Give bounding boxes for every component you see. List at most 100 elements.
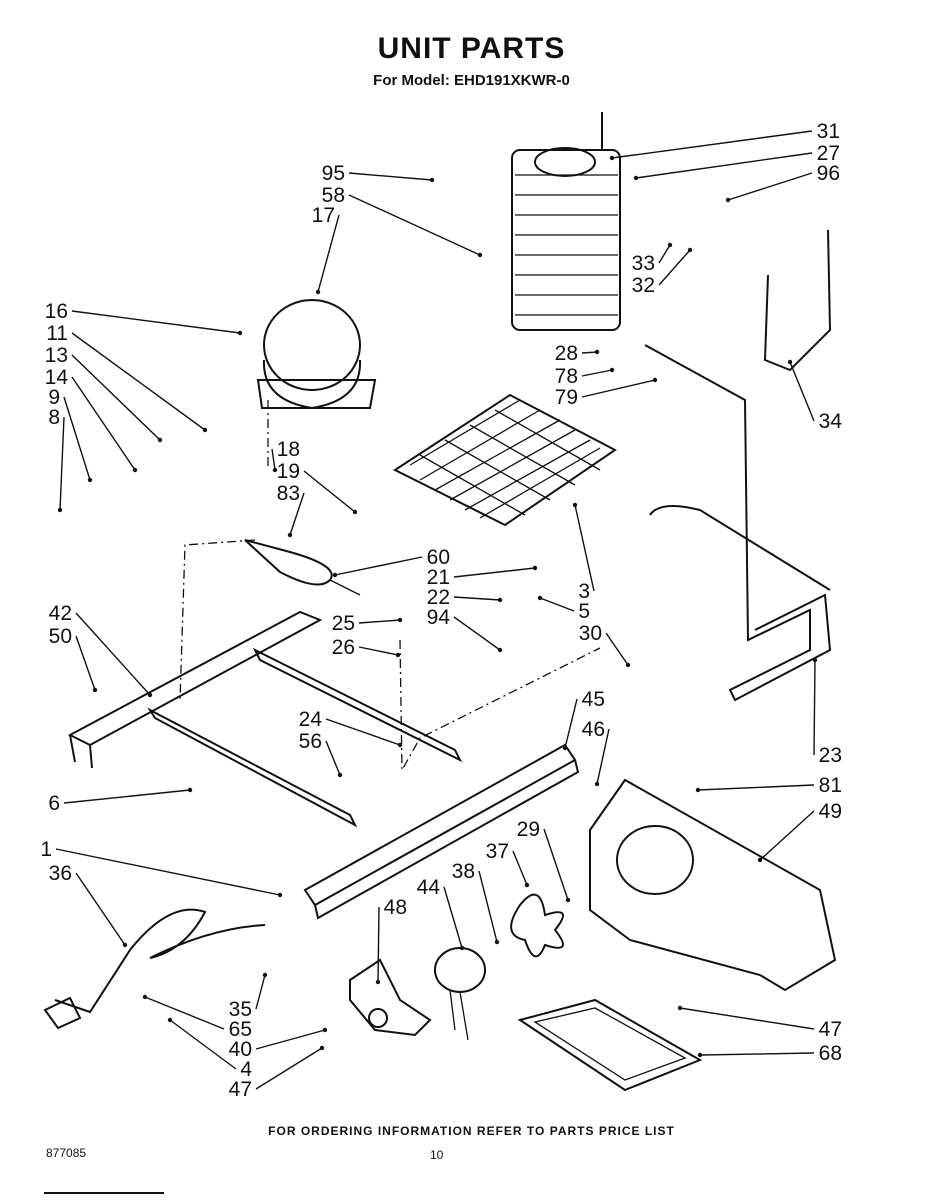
leader-line (574, 504, 595, 592)
leader-arrowhead (537, 595, 543, 601)
leader-lines (55, 130, 818, 1090)
leader-arrowhead (87, 477, 93, 483)
tubing (644, 229, 832, 702)
ordering-info-footer: FOR ORDERING INFORMATION REFER TO PARTS … (268, 1124, 675, 1138)
leader-line (75, 872, 126, 946)
callout-label: 96 (817, 162, 840, 185)
leader-line (334, 556, 423, 576)
leader-arrowhead (237, 330, 243, 336)
leader-arrowhead (395, 652, 401, 658)
leader-arrowhead (725, 197, 731, 203)
leader-line (255, 1047, 323, 1090)
callout-label: 37 (486, 840, 509, 863)
leader-line (63, 396, 91, 481)
model-subtitle: For Model: EHD191XKWR-0 (373, 72, 570, 89)
callout-label: 22 (427, 586, 450, 609)
callout-label: 23 (819, 744, 842, 767)
leader-arrowhead (429, 177, 435, 183)
callout-label: 34 (819, 410, 843, 433)
leader-line (144, 996, 225, 1030)
callout-label: 35 (229, 998, 252, 1021)
leader-arrowhead (687, 247, 693, 253)
leader-line (635, 152, 813, 179)
callout-label: 6 (48, 792, 60, 815)
callout-label: 47 (229, 1078, 252, 1101)
leader-line (71, 354, 161, 441)
leader-arrowhead (497, 597, 503, 603)
leader-arrowhead (497, 647, 503, 653)
leader-line (71, 310, 241, 334)
page-number: 10 (430, 1148, 444, 1162)
leader-arrowhead (594, 781, 600, 787)
callout-label: 81 (819, 774, 842, 797)
leader-line (658, 249, 691, 286)
callout-label: 45 (582, 688, 605, 711)
callout-label: 40 (229, 1038, 252, 1061)
callout-label: 30 (579, 622, 602, 645)
leader-arrowhead (562, 745, 568, 751)
leader-line (658, 244, 671, 264)
leader-arrowhead (695, 787, 701, 793)
callout-label: 18 (277, 438, 300, 461)
leader-line (348, 172, 433, 181)
leader-arrowhead (337, 772, 343, 778)
callout-label: 4 (240, 1058, 252, 1081)
leader-arrowhead (322, 1027, 328, 1033)
callout-label: 36 (49, 862, 72, 885)
base-frame (67, 610, 463, 828)
leader-line (75, 612, 151, 696)
bottom-rule (44, 1192, 164, 1194)
drier (244, 539, 361, 596)
leader-line (255, 974, 266, 1010)
callout-label: 14 (45, 366, 69, 389)
leader-line (377, 906, 380, 983)
callout-label: 95 (322, 162, 345, 185)
leader-arrowhead (609, 367, 615, 373)
motor-mount (349, 958, 432, 1037)
leader-line (453, 596, 501, 601)
leader-arrowhead (625, 662, 631, 668)
callout-label: 79 (555, 386, 578, 409)
leader-arrowhead (262, 972, 268, 978)
leader-arrowhead (147, 692, 153, 698)
leader-arrowhead (202, 427, 208, 433)
leader-line (453, 616, 501, 651)
leader-arrowhead (459, 945, 465, 951)
callout-label: 1 (40, 838, 52, 861)
callout-label: 44 (417, 876, 441, 899)
leader-line (289, 492, 305, 536)
leader-line (596, 728, 610, 785)
leader-line (453, 567, 536, 578)
compressor (256, 299, 377, 410)
leader-line (581, 379, 656, 398)
leader-arrowhead (494, 939, 500, 945)
callout-label: 68 (819, 1042, 842, 1065)
leader-arrowhead (565, 897, 571, 903)
leader-line (478, 870, 498, 943)
leader-line (358, 619, 401, 624)
callout-labels: 3127969558173332161113149828787934181983… (40, 120, 842, 1101)
callout-label: 16 (45, 300, 68, 323)
leader-line (564, 698, 578, 749)
leader-line (71, 376, 136, 471)
callout-label: 94 (427, 606, 451, 629)
leader-arrowhead (315, 289, 321, 295)
leader-line (55, 848, 281, 896)
leader-line (605, 632, 629, 666)
leader-line (303, 470, 356, 513)
callout-label: 8 (48, 406, 60, 429)
leader-arrowhead (132, 467, 138, 473)
callout-label: 26 (332, 636, 355, 659)
callout-label: 29 (517, 818, 540, 841)
leader-arrowhead (697, 1052, 703, 1058)
callout-label: 31 (817, 120, 840, 143)
leader-arrowhead (122, 942, 128, 948)
part-drawings (43, 112, 837, 1092)
leader-arrowhead (532, 565, 538, 571)
leader-arrowhead (812, 657, 818, 663)
leader-arrowhead (332, 572, 338, 578)
leader-arrowhead (524, 882, 530, 888)
document-number: 877085 (46, 1146, 87, 1160)
leader-line (63, 789, 191, 804)
leader-arrowhead (633, 175, 639, 181)
